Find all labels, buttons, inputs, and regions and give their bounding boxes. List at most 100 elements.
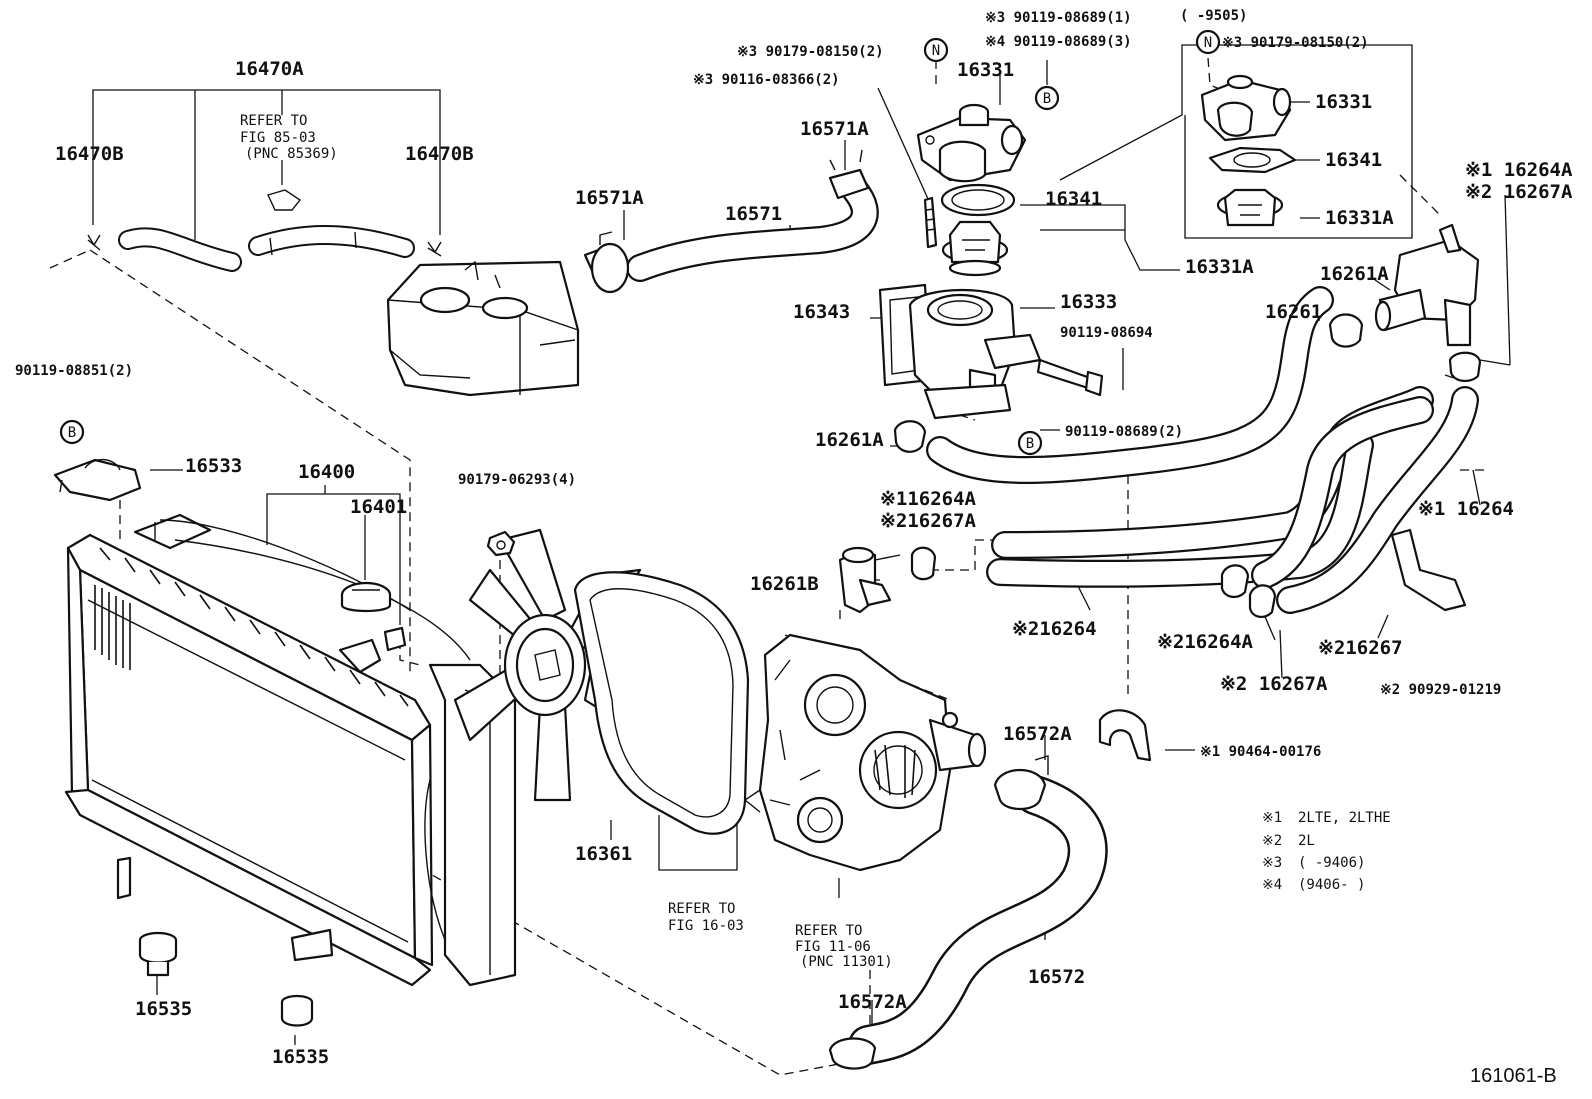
label-n-main: ※3 90179-08150(2) — [737, 44, 884, 60]
n-marker-inset: N — [1204, 35, 1212, 51]
lower-hose-16572 — [828, 755, 1108, 1070]
refer-8503-3: (PNC 85369) — [245, 146, 338, 162]
label-16572: 16572 — [1028, 966, 1085, 988]
marker-circles — [59, 29, 1221, 456]
label-2-16264A: ※216264A — [1157, 631, 1254, 653]
label-inset-n: ※3 90179-08150(2) — [1222, 35, 1369, 51]
label-16571A-top: 16571A — [800, 118, 869, 140]
label-1-16264A-right: ※1 16264A — [1465, 159, 1573, 181]
label-16400: 16400 — [298, 461, 355, 483]
label-1-90464-00176: ※1 90464-00176 — [1200, 744, 1321, 760]
clamp-16264A-lower — [1220, 564, 1250, 598]
label-2-16267A: ※2 16267A — [1220, 673, 1328, 695]
label-supersession-1: ※3 90119-08689(1) — [985, 10, 1132, 26]
reservoir-hoses — [87, 189, 442, 272]
label-supersession-2: ※4 90119-08689(3) — [985, 34, 1132, 50]
marker-letters: N N B B B — [68, 35, 1212, 452]
clamp-16261A-left — [893, 420, 927, 453]
label-1-16264-right: ※1 16264 — [1418, 498, 1514, 520]
legend-text-1: 2LTE, 2LTHE — [1298, 810, 1391, 826]
b-marker-mid: B — [1026, 436, 1034, 452]
label-2-90929-01219: ※2 90929-01219 — [1380, 682, 1501, 698]
legend-text-2: 2L — [1298, 833, 1315, 849]
label-90119-08689-2: 90119-08689(2) — [1065, 424, 1183, 440]
v-belt — [573, 571, 750, 835]
label-90119-08694: 90119-08694 — [1060, 325, 1153, 341]
water-outlet-16331 — [916, 103, 1027, 183]
clamp-16261A-right — [1328, 313, 1364, 348]
upper-hose-16571 — [583, 149, 879, 294]
clamp-16264A-mid — [910, 546, 937, 581]
label-16261A-right: 16261A — [1320, 263, 1389, 285]
label-16331-main: 16331 — [957, 59, 1014, 81]
label-supersession-range: ( -9505) — [1180, 8, 1247, 24]
refer-1106-1: REFER TO — [795, 923, 862, 939]
bolt-90119-08694 — [1036, 358, 1104, 397]
refer-1106-2: FIG 11-06 — [795, 939, 871, 955]
legend-text-4: (9406- ) — [1298, 877, 1365, 893]
inset-thermostat — [1200, 74, 1297, 227]
water-inlet-housing-16333 — [908, 288, 1042, 420]
label-inset-16341: 16341 — [1325, 149, 1382, 171]
bracket-90929-01219 — [1390, 528, 1467, 612]
label-2-16264: ※216264 — [1012, 618, 1097, 640]
b-marker-left: B — [68, 425, 76, 441]
label-16571A-left: 16571A — [575, 187, 644, 209]
heater-hose-16267 — [1251, 386, 1479, 614]
label-16331A-main: 16331A — [1185, 256, 1254, 278]
label-16341-main: 16341 — [1045, 188, 1102, 210]
bracket-16533 — [53, 458, 142, 502]
part-labels: ※3 90119-08689(1) ( -9505) ※4 90119-0868… — [15, 8, 1573, 1068]
heater-valve — [1374, 223, 1480, 347]
label-1-16264A-mid: ※116264A — [880, 488, 977, 510]
label-2-16267A-mid: ※216267A — [880, 510, 977, 532]
label-16261B: 16261B — [750, 573, 819, 595]
diagram-id: 161061-B — [1470, 1065, 1557, 1087]
label-16261: 16261 — [1265, 301, 1322, 323]
label-16361: 16361 — [575, 843, 632, 865]
refer-1106-3: (PNC 11301) — [800, 954, 893, 970]
refer-8503-2: FIG 85-03 — [240, 130, 316, 146]
label-inset-16331: 16331 — [1315, 91, 1372, 113]
legend-text-3: ( -9406) — [1298, 855, 1365, 871]
stud-bolt — [923, 196, 938, 249]
label-16533: 16533 — [185, 455, 242, 477]
label-bolt-main: ※3 90116-08366(2) — [693, 72, 840, 88]
radiator-cap — [340, 581, 392, 613]
label-16535-a: 16535 — [135, 998, 192, 1020]
label-16261A-left: 16261A — [815, 429, 884, 451]
label-16401: 16401 — [350, 496, 407, 518]
label-16571: 16571 — [725, 203, 782, 225]
radiator — [64, 513, 434, 987]
cushion-16535-a — [138, 931, 178, 977]
clip-90464-00176 — [1098, 709, 1152, 762]
label-16343: 16343 — [793, 301, 850, 323]
label-2-16267A-right: ※2 16267A — [1465, 181, 1573, 203]
fan-nut — [486, 530, 516, 557]
legend-key-4: ※4 — [1262, 877, 1282, 893]
label-16470B-left: 16470B — [55, 143, 124, 165]
heater-hose-16261 — [926, 286, 1334, 484]
refer-8503-1: REFER TO — [240, 113, 307, 129]
label-16572A-bottom: 16572A — [838, 991, 907, 1013]
label-16333: 16333 — [1060, 291, 1117, 313]
clamp-16267A-lower — [1248, 584, 1277, 618]
refer-1603-2: FIG 16-03 — [668, 918, 744, 934]
label-16535-b: 16535 — [272, 1046, 329, 1068]
thermostat-16331A — [941, 220, 1009, 277]
cushion-16535-b — [280, 994, 314, 1027]
label-inset-16331A: 16331A — [1325, 207, 1394, 229]
label-16470A: 16470A — [235, 58, 304, 80]
reservoir-tank — [386, 260, 580, 397]
b-marker-top: B — [1043, 91, 1051, 107]
label-16572A-top: 16572A — [1003, 723, 1072, 745]
clamp-16264A-right — [1448, 351, 1482, 382]
legend: ※1 2LTE, 2LTHE ※2 2L ※3 ( -9406) ※4 (940… — [1262, 810, 1391, 893]
refer-1603-1: REFER TO — [668, 901, 735, 917]
n-marker: N — [932, 43, 940, 59]
fan-shroud — [159, 519, 517, 987]
legend-key-3: ※3 — [1262, 855, 1282, 871]
label-90179-06293: 90179-06293(4) — [458, 472, 576, 488]
label-2-16267: ※216267 — [1318, 637, 1403, 659]
